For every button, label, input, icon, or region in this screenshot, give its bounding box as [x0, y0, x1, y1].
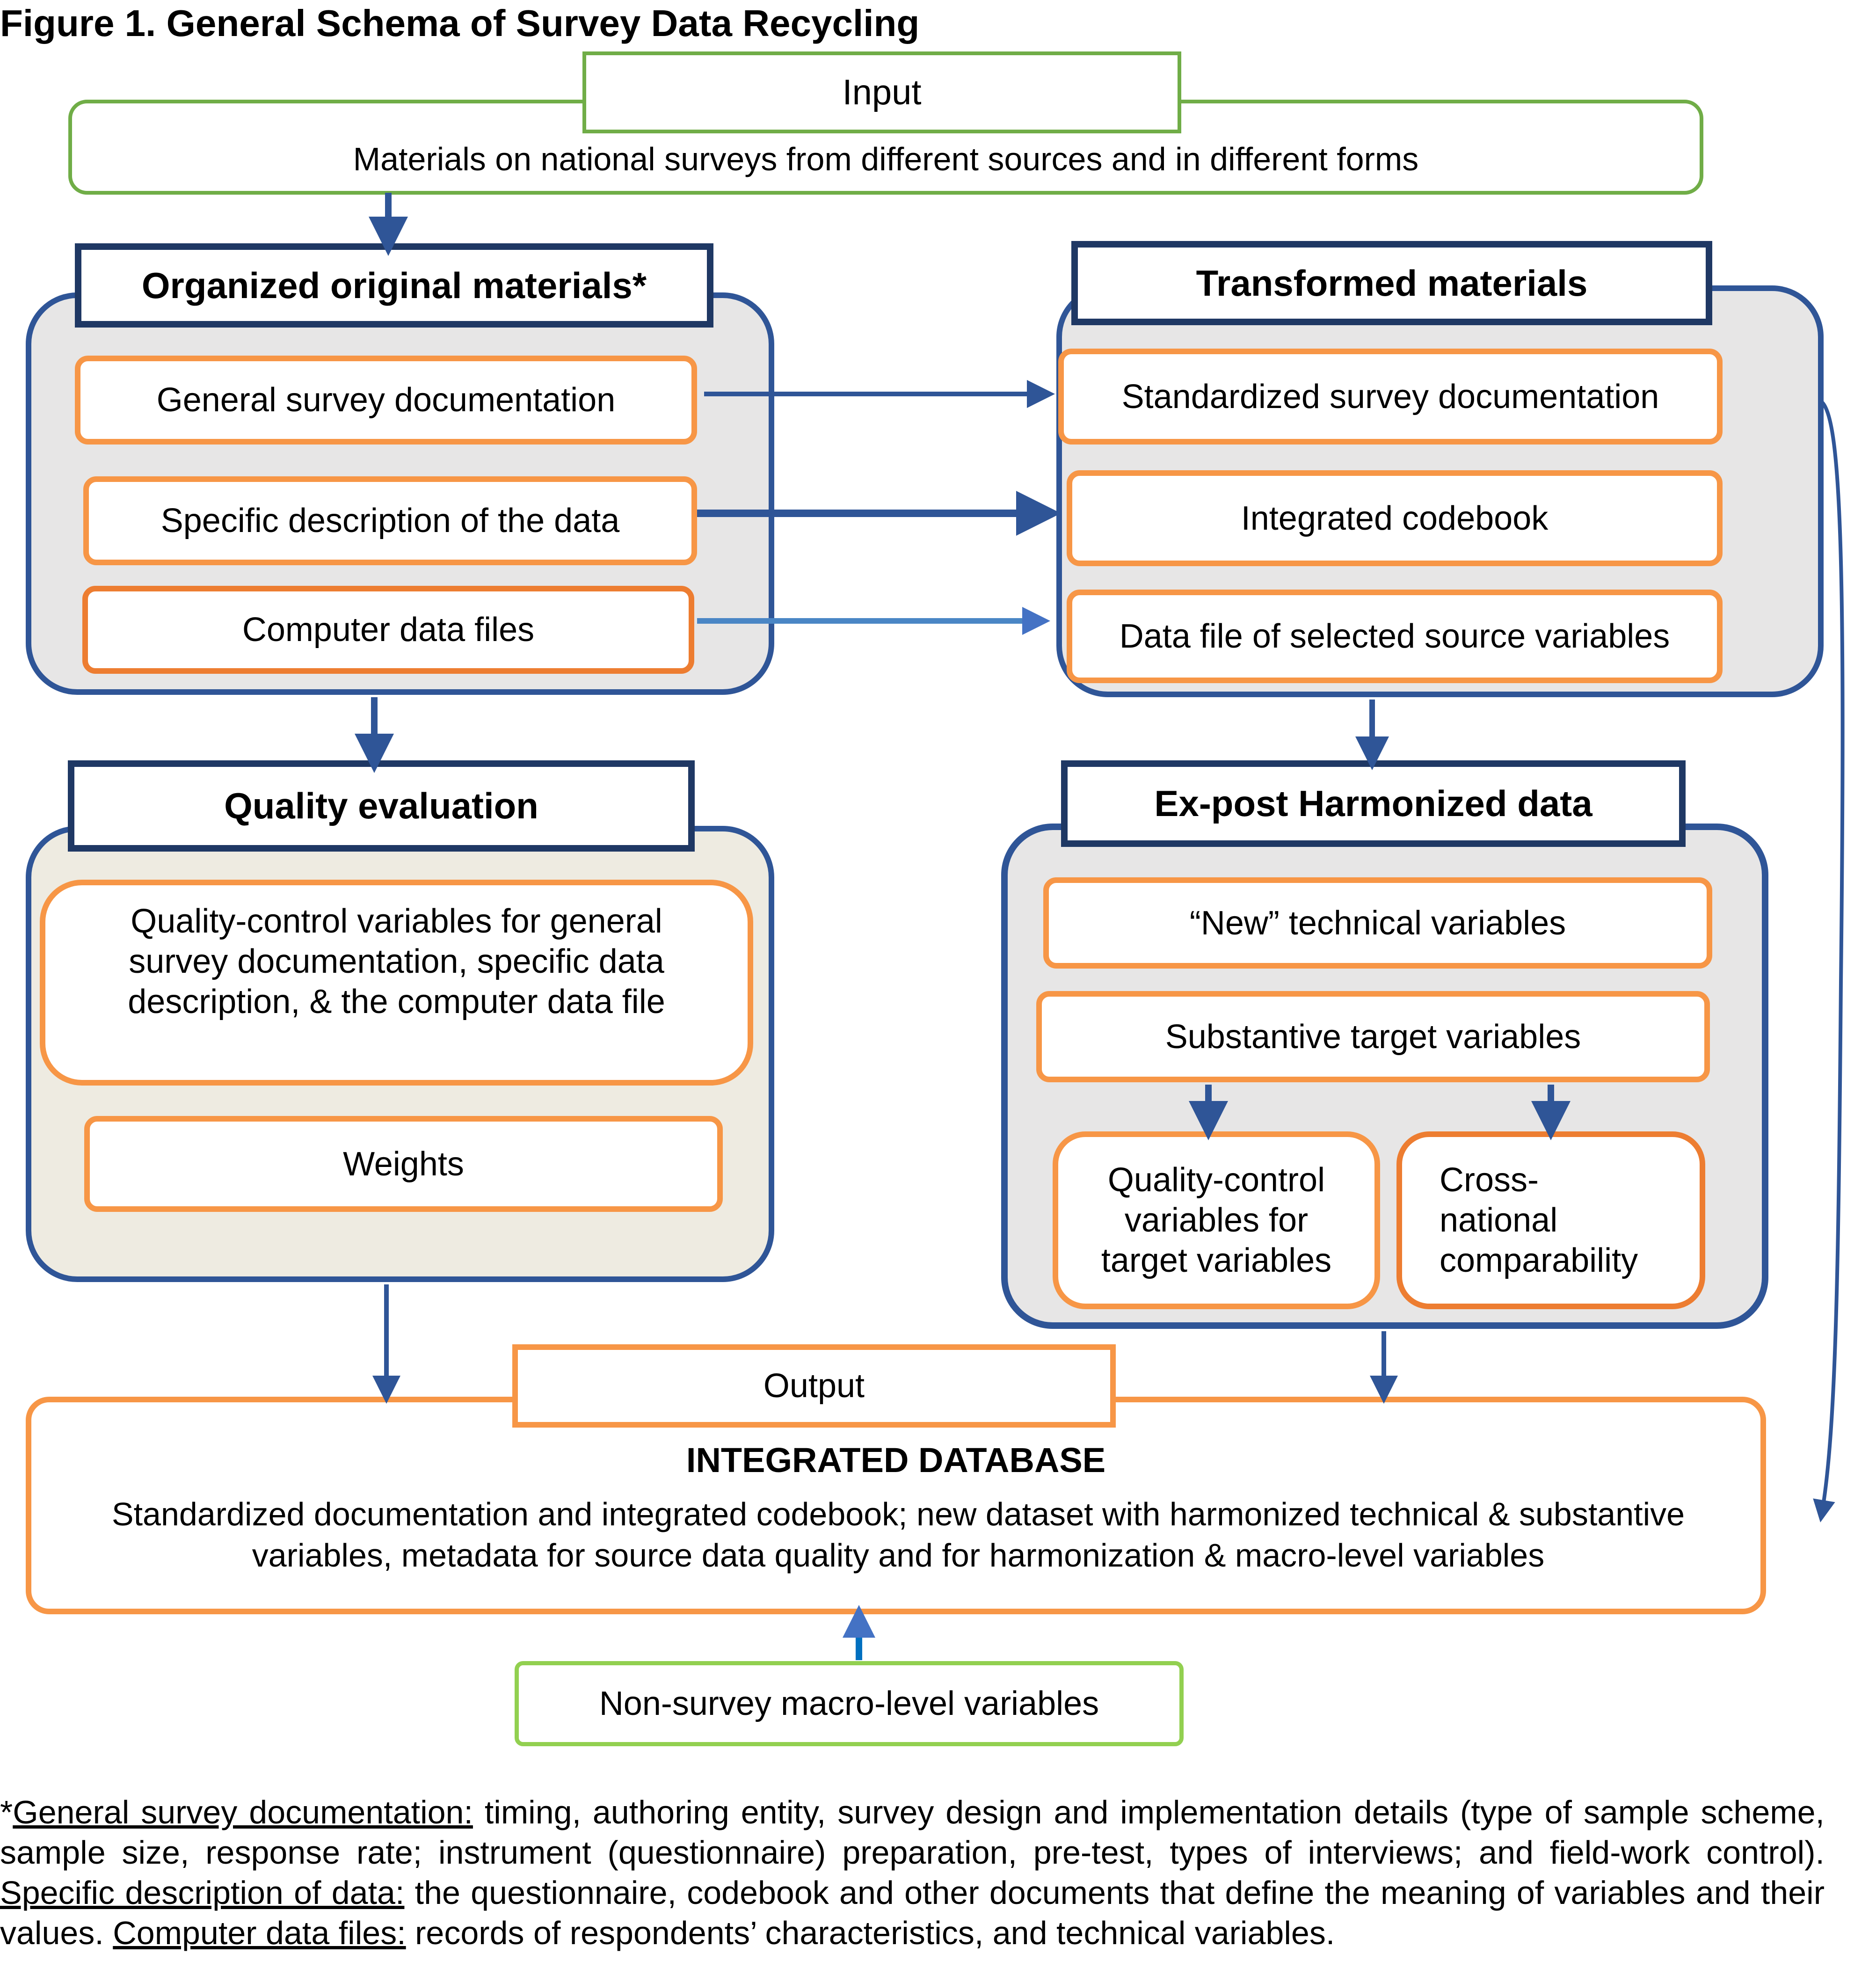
cross-national-comparability-box: Cross-national comparability — [1396, 1131, 1705, 1309]
transformed-materials-title: Transformed materials — [1196, 262, 1588, 304]
item-label: Standardized survey documentation — [1121, 378, 1659, 416]
output-label: Output — [763, 1367, 865, 1405]
weights-box: Weights — [84, 1116, 723, 1212]
item-label: Specific description of the data — [160, 502, 620, 539]
item-label: Data file of selected source variables — [1119, 618, 1670, 655]
item-label: Computer data files — [242, 611, 535, 649]
item-label: Integrated codebook — [1241, 499, 1549, 537]
non-survey-variables-box: Non-survey macro-level variables — [515, 1661, 1184, 1746]
footnote-text-specific: the questionnaire, codebook and other do… — [0, 1874, 1825, 1951]
computer-data-files-box: Computer data files — [82, 586, 694, 674]
new-technical-variables-box: “New” technical variables — [1043, 877, 1712, 969]
integrated-database-container — [26, 1397, 1766, 1614]
quality-control-variables-box: Quality-control variables for general su… — [40, 880, 753, 1086]
specific-description-box: Specific description of the data — [83, 476, 697, 565]
input-label-box: Input — [582, 51, 1181, 133]
item-label: “New” technical variables — [1189, 904, 1566, 942]
footnote-term-computer: Computer data files: — [113, 1915, 406, 1951]
organized-materials-title: Organized original materials* — [141, 264, 647, 306]
standardized-documentation-box: Standardized survey documentation — [1058, 349, 1723, 445]
item-label: Cross-national comparability — [1440, 1161, 1638, 1279]
item-label: Quality-control variables for general su… — [128, 903, 665, 1021]
transformed-materials-header: Transformed materials — [1071, 241, 1712, 325]
harmonized-data-title: Ex-post Harmonized data — [1154, 783, 1592, 824]
input-label: Input — [842, 73, 922, 112]
non-survey-label: Non-survey macro-level variables — [599, 1685, 1099, 1722]
quality-evaluation-title: Quality evaluation — [224, 785, 538, 826]
item-label: Substantive target variables — [1165, 1018, 1581, 1056]
integrated-database-heading: INTEGRATED DATABASE — [686, 1440, 1106, 1480]
data-file-selected-variables-box: Data file of selected source variables — [1067, 590, 1723, 683]
item-label: General survey documentation — [156, 381, 616, 419]
item-label: Quality-control variables for target var… — [1101, 1161, 1332, 1279]
arrow-transformed-to-output-curve — [1813, 401, 1845, 1523]
quality-evaluation-header: Quality evaluation — [68, 760, 695, 852]
footnote-term-general: General survey documentation: — [13, 1794, 473, 1830]
input-description: Materials on national surveys from diffe… — [353, 141, 1419, 177]
footnote-text-general: timing, authoring entity, survey design … — [0, 1794, 1825, 1871]
integrated-database-description: Standardized documentation and integrate… — [111, 1496, 1685, 1574]
footnote-term-specific: Specific description of data: — [0, 1874, 405, 1911]
footnote-star: * — [0, 1794, 13, 1830]
integrated-codebook-box: Integrated codebook — [1067, 470, 1723, 566]
item-label: Weights — [343, 1145, 464, 1183]
quality-control-target-box: Quality-control variables for target var… — [1053, 1131, 1380, 1309]
footnote-text-computer: records of respondents’ characteristics,… — [406, 1915, 1335, 1951]
footnote: *General survey documentation: timing, a… — [0, 1792, 1825, 1953]
figure-title: Figure 1. General Schema of Survey Data … — [0, 2, 920, 44]
output-label-box: Output — [512, 1344, 1116, 1428]
substantive-target-variables-box: Substantive target variables — [1036, 991, 1710, 1082]
general-survey-documentation-box: General survey documentation — [75, 356, 697, 445]
